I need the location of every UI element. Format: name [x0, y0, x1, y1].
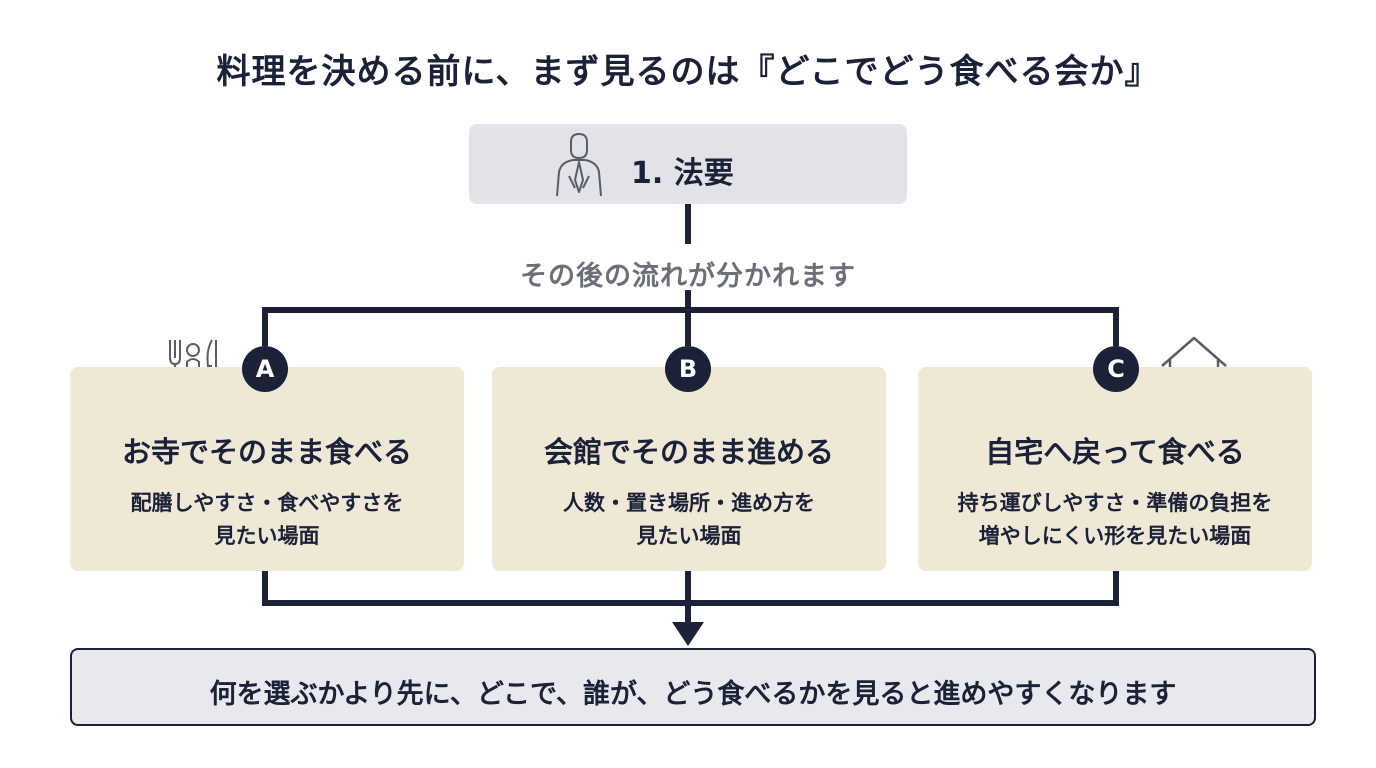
monk-praying-icon: [556, 133, 602, 197]
badge-a: A: [242, 346, 288, 392]
card-a-desc-line1: 配膳しやすさ・食べやすさを: [130, 491, 404, 515]
badge-b: B: [665, 346, 711, 392]
arrow-head: [672, 622, 704, 646]
conclusion-box: 何を選ぶかより先に、どこで、誰が、どう食べるかを見ると進めやすくなります: [70, 648, 1316, 726]
card-a-description: 配膳しやすさ・食べやすさを 見たい場面: [70, 487, 464, 553]
step-box-houyou: 1. 法要: [469, 124, 907, 204]
card-a-heading: お寺でそのまま食べる: [121, 435, 412, 469]
card-b-desc-line2: 見たい場面: [636, 524, 742, 548]
card-a: お寺でそのまま食べる 配膳しやすさ・食べやすさを 見たい場面: [70, 367, 464, 571]
branch-subtitle: その後の流れが分かれます: [520, 261, 856, 292]
card-b-heading: 会館でそのまま進める: [543, 435, 834, 469]
card-b-description: 人数・置き場所・進め方を 見たい場面: [492, 487, 886, 553]
card-b-desc-line1: 人数・置き場所・進め方を: [563, 491, 815, 515]
diagram-title: 料理を決める前に、まず見るのは『どこでどう食べる会か』: [216, 52, 1160, 92]
card-c-heading: 自宅へ戻って食べる: [985, 435, 1245, 469]
card-c-desc-line2: 増やしにくい形を見たい場面: [978, 524, 1252, 548]
card-c-desc-line1: 持ち運びしやすさ・準備の負担を: [957, 491, 1273, 515]
card-c: 自宅へ戻って食べる 持ち運びしやすさ・準備の負担を 増やしにくい形を見たい場面: [918, 367, 1312, 571]
conclusion-text: 何を選ぶかより先に、どこで、誰が、どう食べるかを見ると進めやすくなります: [209, 679, 1177, 710]
card-c-description: 持ち運びしやすさ・準備の負担を 増やしにくい形を見たい場面: [918, 487, 1312, 553]
cutlery-icon: [169, 339, 217, 399]
badge-c: C: [1093, 346, 1139, 392]
connector-branch: [262, 307, 1119, 346]
card-a-desc-line2: 見たい場面: [214, 524, 320, 548]
card-b: 会館でそのまま進める 人数・置き場所・進め方を 見たい場面: [492, 367, 886, 571]
step-label: 1. 法要: [631, 156, 734, 191]
